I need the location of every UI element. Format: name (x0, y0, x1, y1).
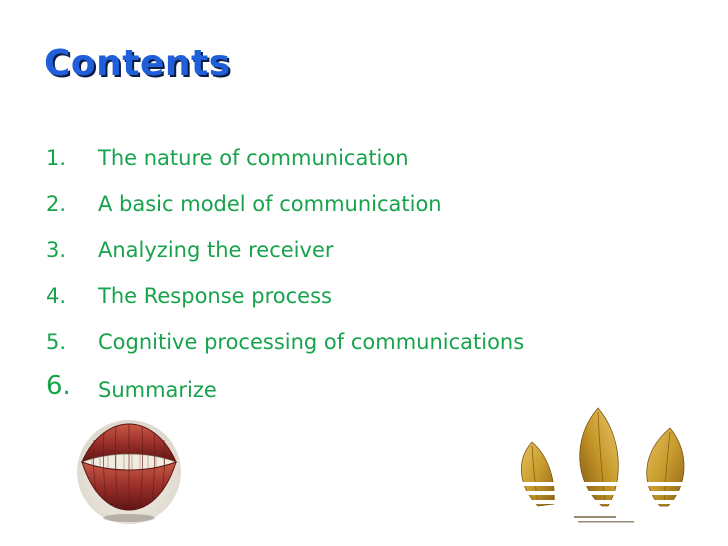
leaf-left (520, 441, 555, 507)
list-item-label: Cognitive processing of communications (98, 330, 525, 354)
lips-graphic (77, 420, 181, 524)
list-item: 6. Summarize (46, 370, 686, 414)
lips-shadow (103, 514, 155, 522)
list-item: 5. Cognitive processing of communication… (46, 324, 686, 370)
list-item: 3. Analyzing the receiver (46, 232, 686, 278)
leaf-logo-graphic (510, 407, 700, 523)
list-item-label: Analyzing the receiver (98, 238, 334, 262)
slide-title: Contents (44, 43, 231, 84)
list-item: 4. The Response process (46, 278, 686, 324)
list-item-label: The Response process (98, 284, 332, 308)
list-item-number: 4. (46, 284, 67, 308)
list-item-label: The nature of communication (98, 146, 409, 170)
list-item-number: 1. (46, 146, 67, 170)
contents-list: 1. The nature of communication 2. A basi… (46, 140, 686, 414)
list-item: 1. The nature of communication (46, 140, 686, 186)
list-item-label: Summarize (98, 378, 217, 402)
list-item-label: A basic model of communication (98, 192, 442, 216)
list-item: 2. A basic model of communication (46, 186, 686, 232)
list-item-number: 3. (46, 238, 67, 262)
list-item-number: 5. (46, 330, 67, 354)
list-item-number: 2. (46, 192, 67, 216)
list-item-number: 6. (46, 371, 71, 401)
